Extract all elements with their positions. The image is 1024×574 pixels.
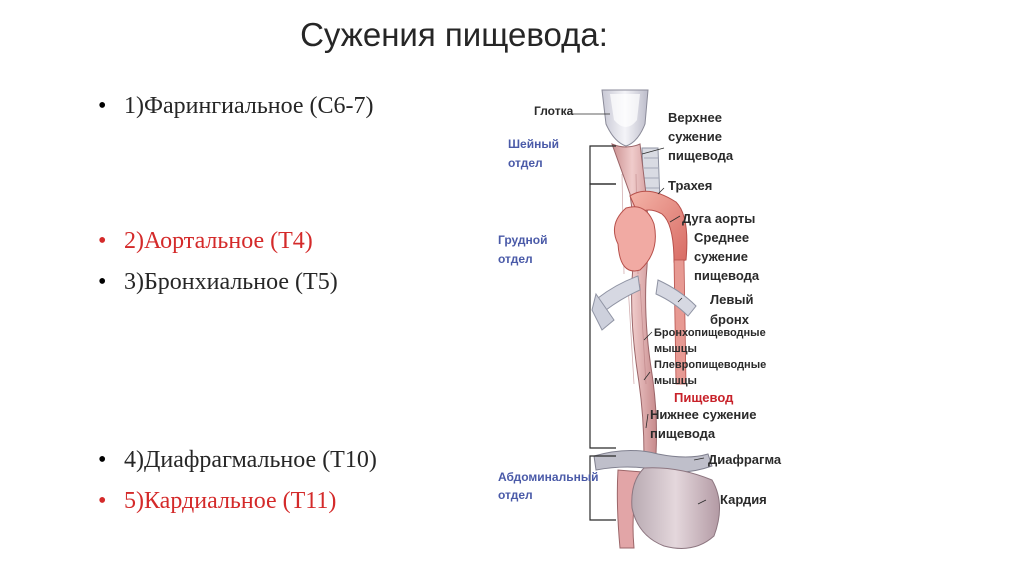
label-middle-narrowing-2: сужение: [694, 249, 748, 264]
label-thoracic-section-1: Грудной: [498, 233, 548, 247]
bullet-text: 1)Фарингиальное (С6-7): [124, 93, 374, 119]
label-cervical-section-1: Шейный: [508, 137, 559, 151]
bullet-marker: •: [98, 488, 107, 514]
bullet-text: 2)Аортальное (Т4): [124, 228, 313, 254]
aortic-arch-shape: [613, 190, 688, 385]
bullet-aortic: • 2)Аортальное (Т4): [98, 227, 313, 255]
bronchi-shape: [591, 275, 697, 331]
bullet-cardiac: • 5)Кардиальное (Т11): [98, 487, 336, 515]
label-pharynx: Глотка: [534, 104, 574, 118]
label-bronchoesophageal-muscles-1: Бронхопищеводные: [654, 327, 766, 339]
label-pleuroesophageal-muscles-1: Плевропищеводные: [654, 359, 767, 371]
pharynx-shape: [601, 89, 649, 147]
diaphragm-shape: [593, 449, 713, 473]
stomach-shape: [631, 467, 720, 549]
label-lower-narrowing-1: Нижнее сужение: [650, 407, 757, 422]
label-left-bronchus-1: Левый: [710, 292, 754, 307]
label-pointers: [568, 113, 707, 505]
label-pleuroesophageal-muscles-2: мышцы: [654, 375, 697, 387]
label-cardia: Кардия: [720, 492, 767, 507]
label-middle-narrowing-3: пищевода: [694, 268, 760, 283]
label-cervical-section-2: отдел: [508, 156, 543, 170]
label-upper-narrowing-3: пищевода: [668, 148, 734, 163]
label-esophagus: Пищевод: [674, 390, 734, 405]
bullet-text: 4)Диафрагмальное (Т10): [124, 447, 377, 473]
label-lower-narrowing-2: пищевода: [650, 426, 716, 441]
label-thoracic-section-2: отдел: [498, 252, 533, 266]
label-upper-narrowing-1: Верхнее: [668, 110, 722, 125]
esophagus-anatomy-diagram: Глотка Верхнее сужение пищевода Шейный о…: [498, 84, 816, 556]
esophagus-illustration: [568, 89, 720, 549]
bullet-marker: •: [98, 228, 107, 254]
bullet-diaphragmatic: • 4)Диафрагмальное (Т10): [98, 446, 377, 474]
label-aortic-arch: Дуга аорты: [682, 211, 756, 226]
label-bronchoesophageal-muscles-2: мышцы: [654, 343, 697, 355]
label-upper-narrowing-2: сужение: [668, 129, 722, 144]
bullet-bronchial: • 3)Бронхиальное (Т5): [98, 268, 338, 296]
bullet-marker: •: [98, 93, 107, 119]
label-trachea: Трахея: [668, 178, 713, 193]
label-diaphragm: Диафрагма: [708, 452, 782, 467]
bullet-marker: •: [98, 447, 107, 473]
label-abdominal-section-1: Абдоминальный: [498, 470, 599, 484]
bullet-pharyngeal: • 1)Фарингиальное (С6-7): [98, 92, 374, 120]
bullet-text: 5)Кардиальное (Т11): [124, 488, 337, 514]
bullet-text: 3)Бронхиальное (Т5): [124, 269, 338, 295]
bullet-marker: •: [98, 269, 107, 295]
label-left-bronchus-2: бронх: [710, 312, 749, 327]
label-abdominal-section-2: отдел: [498, 488, 533, 502]
label-middle-narrowing-1: Среднее: [694, 230, 750, 245]
slide-title: Сужения пищевода:: [300, 16, 608, 53]
section-brackets: [589, 145, 616, 521]
